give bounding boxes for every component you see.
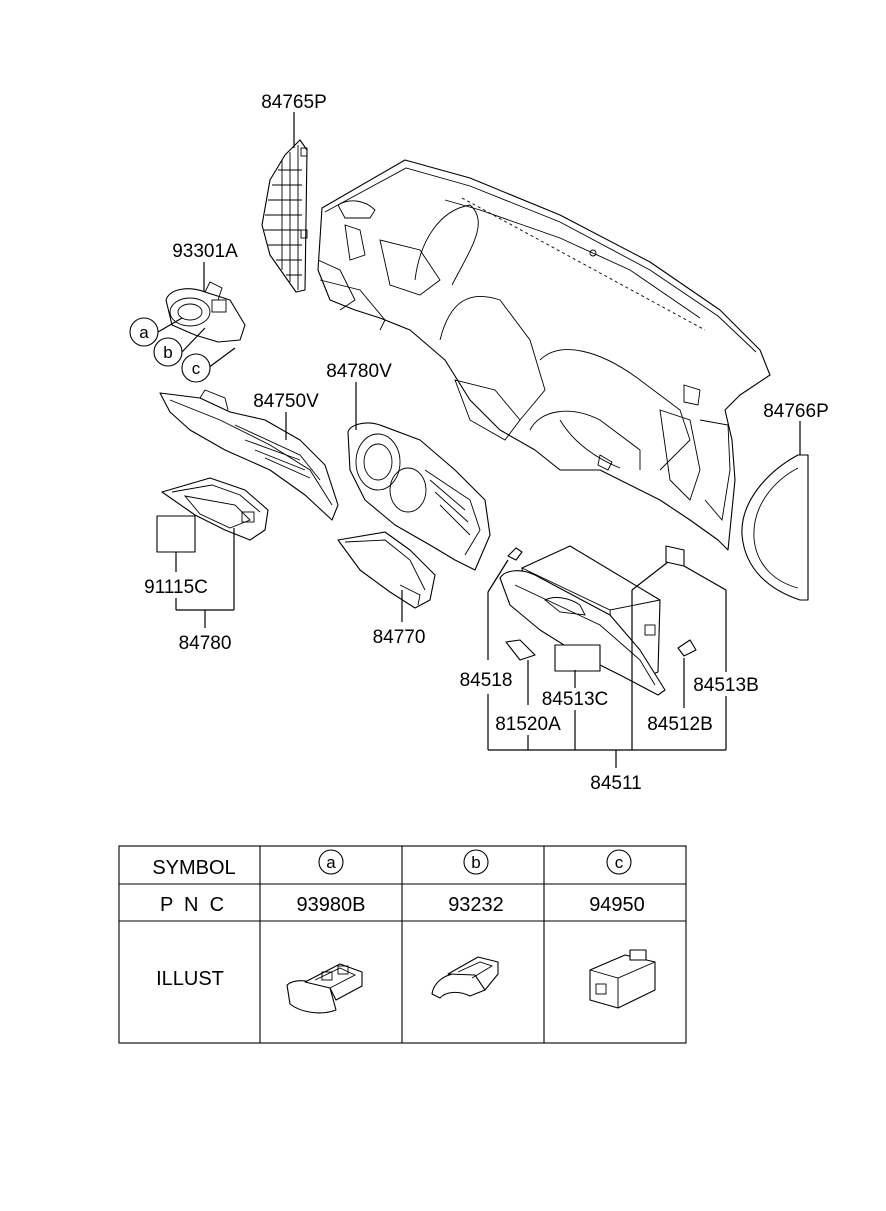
label-84513C: 84513C <box>542 689 609 710</box>
symbol-table: SYMBOL P N C ILLUST a 93980B b 93232 <box>118 845 687 1044</box>
illust-switch-b <box>431 956 499 999</box>
switch-cluster <box>165 281 246 343</box>
side-trim-right <box>741 454 809 601</box>
table-symbol-header: SYMBOL <box>152 857 235 879</box>
table-symbol-c: c <box>615 853 624 872</box>
leader-lines <box>157 112 801 768</box>
table-symbol-b-circle <box>463 849 489 875</box>
label-91115C: 91115C <box>144 577 208 598</box>
table-symbol-a-circle <box>318 849 344 875</box>
cluster-fascia <box>347 422 491 571</box>
callout-b: b <box>153 337 183 367</box>
callout-c-letter: c <box>192 359 201 378</box>
callout-c: c <box>181 353 211 383</box>
illust-switch-c <box>589 949 656 1009</box>
label-84750V: 84750V <box>253 391 319 412</box>
label-84765P: 84765P <box>261 92 327 113</box>
label-84518: 84518 <box>460 670 513 691</box>
label-93301A: 93301A <box>172 241 238 262</box>
table-pnc-c: 94950 <box>589 894 645 916</box>
glove-box <box>499 545 697 696</box>
label-81520A: 81520A <box>495 714 561 735</box>
callout-a-letter: a <box>139 323 149 342</box>
table-pnc-a: 93980B <box>297 894 366 916</box>
table-illust-header: ILLUST <box>156 968 224 990</box>
table-col-c: c 94950 <box>589 849 656 1009</box>
crash-pad-assembly <box>317 159 771 551</box>
callout-a: a <box>129 317 159 347</box>
pad-rectangle <box>156 515 196 553</box>
lower-panel <box>156 477 269 553</box>
part-labels: 84765P 93301A 84780V 84750V 84766P 91115… <box>144 92 829 794</box>
label-84780V: 84780V <box>326 361 392 382</box>
label-84770: 84770 <box>373 627 426 648</box>
label-84766P: 84766P <box>763 401 829 422</box>
table-pnc-header: P N C <box>160 894 224 916</box>
callout-a-circle <box>129 317 159 347</box>
table-col-b: b 93232 <box>431 849 504 999</box>
callout-b-letter: b <box>163 343 172 362</box>
table-pnc-b: 93232 <box>448 894 504 916</box>
lower-crash-pad <box>159 389 339 521</box>
side-grille-left <box>261 139 308 293</box>
table-symbol-b: b <box>471 853 480 872</box>
label-84513B: 84513B <box>693 675 759 696</box>
label-84511: 84511 <box>590 773 641 794</box>
callout-b-circle <box>153 337 183 367</box>
label-84780: 84780 <box>179 633 232 654</box>
table-col-a: a 93980B <box>286 849 366 1014</box>
label-84512B: 84512B <box>647 714 713 735</box>
center-tray <box>337 531 436 609</box>
table-symbol-c-circle <box>606 849 632 875</box>
table-symbol-a: a <box>326 853 336 872</box>
callout-c-circle <box>181 353 211 383</box>
illust-switch-a <box>286 963 363 1014</box>
